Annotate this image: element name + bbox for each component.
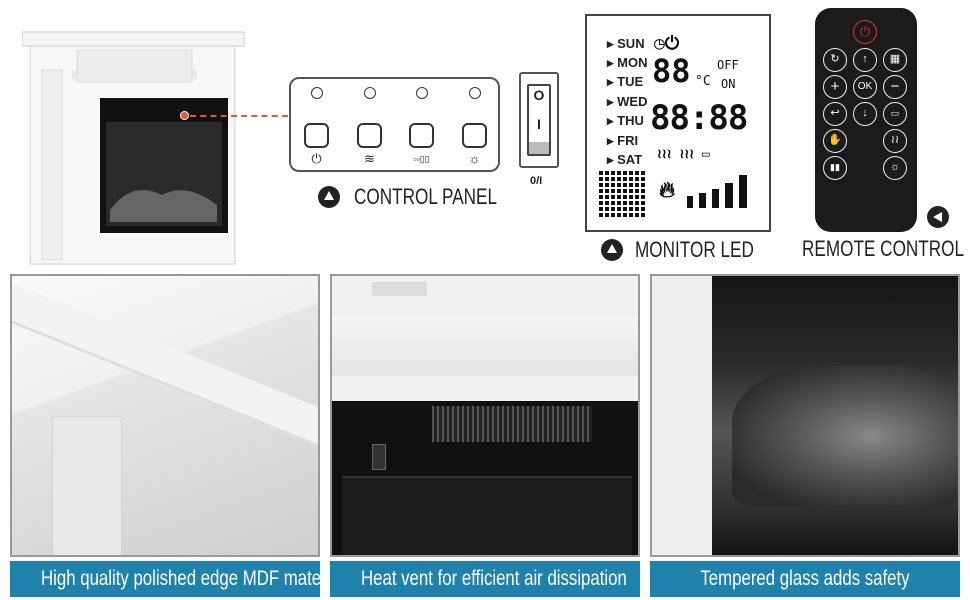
light-button[interactable] [462, 123, 487, 148]
remote-power-button[interactable]: ⏻ [853, 20, 877, 44]
remote-control: ⏻ ↻ ↑ ▦ + OK − ↩ ↓ ▭ ✋ ≀≀ ▮▮ ☼ [815, 8, 917, 232]
photo-mdf-edge [10, 274, 320, 557]
remote-fan-button[interactable]: ▭ [883, 102, 907, 126]
rocker-switch[interactable]: O I [519, 72, 559, 168]
day-sat: ▸ SAT [607, 152, 643, 167]
heat-icon: ≋ [364, 151, 375, 166]
caption-mdf: High quality polished edge MDF material [10, 561, 320, 597]
day-thu: ▸ THU [607, 113, 644, 128]
clock-readout: 88:88 [650, 98, 748, 138]
switch-label: 0/I [530, 175, 543, 187]
caption-tempered-glass: Tempered glass adds safety [650, 561, 960, 597]
remote-control-caption: REMOTE CONTROL [802, 236, 965, 261]
leader-line [190, 115, 288, 117]
monitor-led-display: ▸ SUN ▸ MON ▸ TUE ▸ WED ▸ THU ▸ FRI ▸ SA… [585, 14, 771, 232]
remote-flame-level-button[interactable]: ▮▮ [823, 156, 847, 180]
heat-waves-icon: ≀≀≀ ≀≀≀ ▭ [657, 147, 710, 162]
photo-tempered-glass [650, 274, 960, 557]
day-sun: ▸ SUN [607, 36, 645, 51]
led-indicator [416, 87, 428, 99]
temp-unit: °C [695, 74, 711, 89]
flame-icon: 🔥︎ [659, 178, 676, 203]
remote-ok-button[interactable]: OK [853, 75, 877, 99]
off-label: OFF [717, 58, 739, 72]
control-panel-diagram: ⏻ ≋ ▫▫▯▯ ☼ [289, 77, 500, 172]
indicator-dot [180, 111, 189, 120]
on-label: ON [721, 77, 736, 91]
led-indicator [311, 87, 323, 99]
flame-level-bars-icon [687, 175, 747, 208]
remote-schedule-button[interactable]: ▦ [883, 48, 907, 72]
day-wed: ▸ WED [607, 94, 648, 109]
control-panel-caption: CONTROL PANEL [318, 184, 538, 210]
led-indicator [364, 87, 376, 99]
temperature-readout: 88 [652, 52, 691, 90]
power-button[interactable] [304, 123, 329, 148]
remote-light-button[interactable]: ☼ [883, 156, 907, 180]
light-bulb-icon: ☼ [468, 151, 481, 166]
power-icon: ⏻ [311, 151, 322, 166]
flame-level-button[interactable] [409, 123, 434, 148]
monitor-led-caption: MONITOR LED [601, 237, 788, 263]
caption-heat-vent: Heat vent for efficient air dissipation [330, 561, 640, 597]
remote-down-button[interactable]: ↓ [853, 102, 877, 126]
triangle-up-icon [601, 239, 623, 261]
triangle-left-icon [927, 206, 949, 228]
remote-heat-button[interactable]: ≀≀ [883, 129, 907, 153]
remote-up-button[interactable]: ↑ [853, 48, 877, 72]
dot-matrix [599, 171, 645, 217]
remote-plus-button[interactable]: + [823, 75, 847, 99]
led-indicator [469, 87, 481, 99]
triangle-up-icon [318, 186, 340, 208]
remote-back-button[interactable]: ↩ [823, 102, 847, 126]
timer-icon: ◷⏻ [654, 33, 680, 54]
heat-button[interactable] [357, 123, 382, 148]
flame-level-icon: ▫▫▯▯ [413, 154, 430, 164]
remote-timer-button[interactable]: ↻ [823, 48, 847, 72]
remote-minus-button[interactable]: − [883, 75, 907, 99]
day-tue: ▸ TUE [607, 74, 644, 89]
fireplace-product-image [22, 31, 245, 265]
day-fri: ▸ FRI [607, 133, 639, 148]
remote-mode-button[interactable]: ✋ [823, 129, 847, 153]
day-mon: ▸ MON [607, 55, 648, 70]
photo-heat-vent [330, 274, 640, 557]
